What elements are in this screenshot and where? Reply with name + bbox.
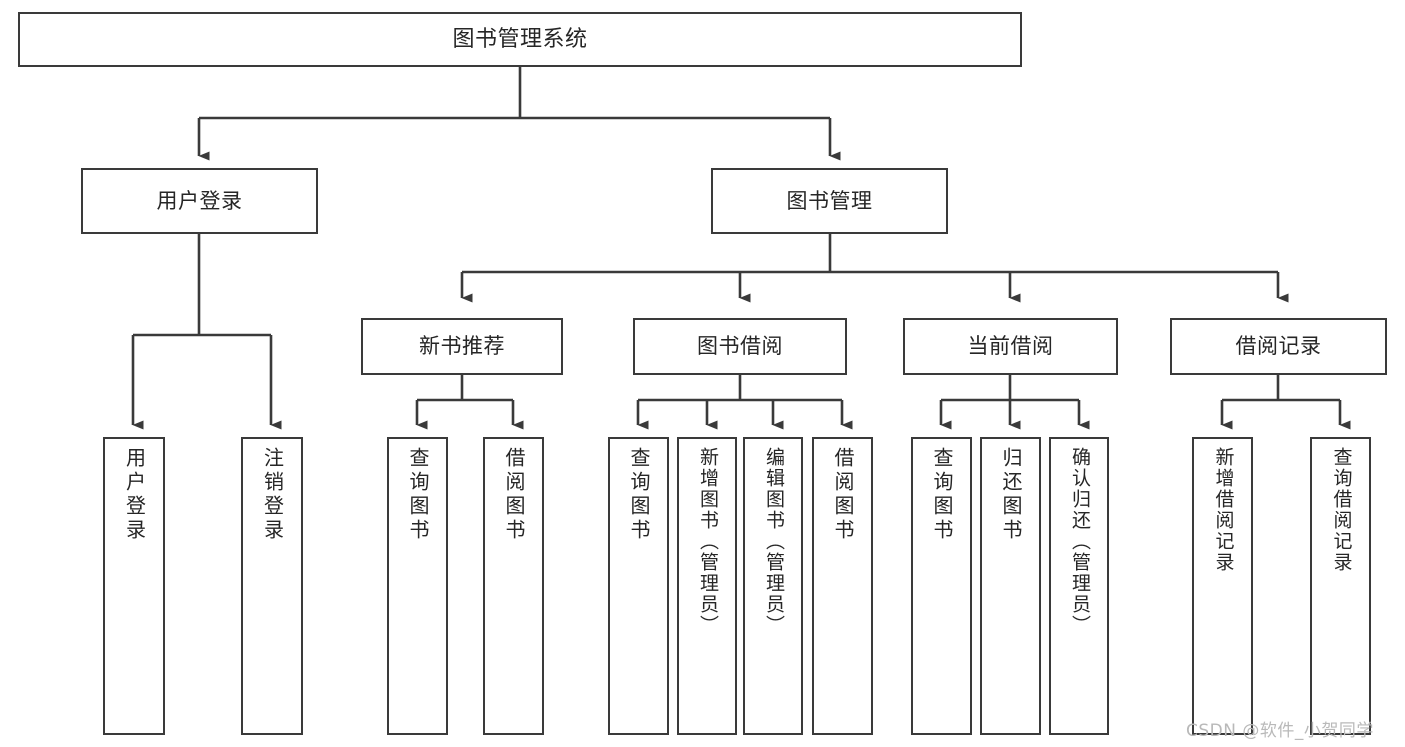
- leaf-current-borrow-query[interactable]: 查询图书: [911, 437, 972, 735]
- node-label: 借阅图书: [831, 447, 855, 543]
- node-label: 新增借阅记录: [1212, 447, 1235, 573]
- node-borrow-record[interactable]: 借阅记录: [1170, 318, 1387, 375]
- node-current-borrow[interactable]: 当前借阅: [903, 318, 1118, 375]
- node-label: 编辑图书（管理员）: [762, 447, 785, 636]
- node-label: 借阅图书: [502, 447, 526, 543]
- leaf-borrow-record-query[interactable]: 查询借阅记录: [1310, 437, 1371, 735]
- node-label: 图书借阅: [697, 334, 783, 359]
- node-label: 查询图书: [627, 447, 651, 543]
- node-label: 图书管理系统: [452, 26, 588, 52]
- node-root-system[interactable]: 图书管理系统: [18, 12, 1022, 67]
- leaf-borrow-record-add[interactable]: 新增借阅记录: [1192, 437, 1253, 735]
- node-label: 注销登录: [260, 447, 285, 543]
- node-user-login[interactable]: 用户登录: [81, 168, 318, 234]
- node-label: 当前借阅: [967, 334, 1054, 359]
- leaf-user-login-logout[interactable]: 注销登录: [241, 437, 303, 735]
- node-label: 归还图书: [999, 447, 1023, 543]
- node-label: 图书管理: [786, 188, 873, 213]
- node-new-book-recommend[interactable]: 新书推荐: [361, 318, 563, 375]
- node-label: 确认归还（管理员）: [1068, 447, 1091, 636]
- node-label: 新增图书（管理员）: [696, 447, 719, 636]
- leaf-book-borrow-edit[interactable]: 编辑图书（管理员）: [743, 437, 803, 735]
- leaf-book-borrow-borrow[interactable]: 借阅图书: [812, 437, 873, 735]
- node-label: 新书推荐: [419, 334, 505, 359]
- leaf-book-borrow-query[interactable]: 查询图书: [608, 437, 669, 735]
- node-book-manage[interactable]: 图书管理: [711, 168, 948, 234]
- leaf-current-borrow-return[interactable]: 归还图书: [980, 437, 1041, 735]
- node-book-borrow[interactable]: 图书借阅: [633, 318, 847, 375]
- node-label: 查询图书: [406, 447, 430, 543]
- leaf-current-borrow-confirm-return[interactable]: 确认归还（管理员）: [1049, 437, 1109, 735]
- node-label: 用户登录: [122, 447, 147, 543]
- leaf-book-borrow-add[interactable]: 新增图书（管理员）: [677, 437, 737, 735]
- leaf-new-book-query[interactable]: 查询图书: [387, 437, 448, 735]
- leaf-new-book-borrow[interactable]: 借阅图书: [483, 437, 544, 735]
- node-label: 查询借阅记录: [1330, 447, 1353, 573]
- node-label: 借阅记录: [1235, 334, 1322, 359]
- node-label: 用户登录: [156, 188, 243, 213]
- node-label: 查询图书: [930, 447, 954, 543]
- leaf-user-login-login[interactable]: 用户登录: [103, 437, 165, 735]
